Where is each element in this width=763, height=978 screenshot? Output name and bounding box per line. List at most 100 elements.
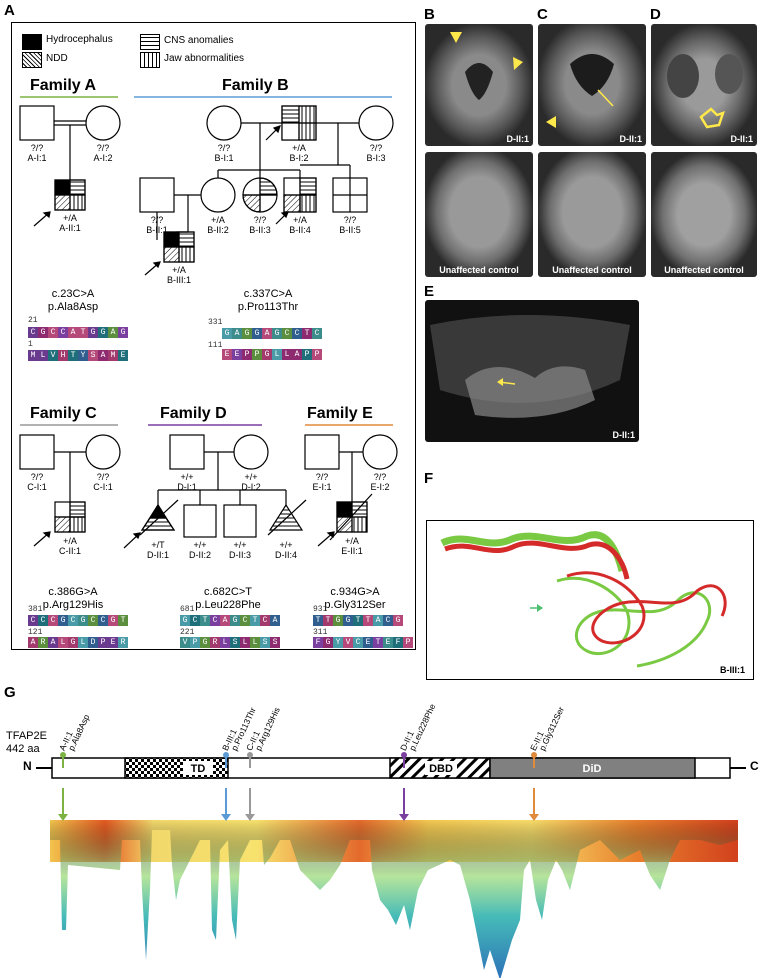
variant-arrow — [62, 788, 64, 818]
pedigree-svg — [19, 96, 398, 549]
seq-residue: A — [262, 328, 272, 339]
seq-e-pos2: 311 — [313, 628, 328, 637]
seq-residue: R — [118, 637, 128, 648]
label-a-i-2: ?/?A-I:2 — [93, 143, 113, 163]
label-c-i-1: ?/?C-I:1 — [27, 472, 47, 492]
seq-residue: Y — [78, 350, 88, 361]
panel-label-g: G — [4, 684, 16, 701]
seq-residue: G — [68, 637, 78, 648]
seq-residue: R — [38, 637, 48, 648]
seq-residue: G — [262, 349, 272, 360]
legend-label-jaw: Jaw abnormalities — [164, 53, 245, 64]
legend-label-hydrocephalus: Hydrocephalus — [46, 34, 113, 45]
label-b-i-3: ?/?B-I:3 — [366, 143, 386, 163]
mri-c-control: Unaffected control — [538, 152, 646, 277]
mri-c-affected: D-II:1 — [538, 24, 646, 146]
seq-residue: P — [98, 637, 108, 648]
seq-residue: A — [68, 327, 78, 338]
n-terminus-label: N — [23, 759, 32, 773]
variant-arrow — [249, 788, 251, 818]
mri-b-affected: D-II:1 — [425, 24, 533, 146]
seq-residue: C — [240, 615, 250, 626]
seq-residue: G — [242, 328, 252, 339]
legend-swatch-jaw — [140, 52, 160, 68]
seq-residue: L — [272, 349, 282, 360]
seq-residue: C — [312, 328, 322, 339]
seq-residue: T — [78, 327, 88, 338]
conservation-depth — [50, 820, 738, 978]
seq-a-pos1: 21 — [28, 316, 38, 325]
seq-residue: S — [270, 637, 280, 648]
seq-residue: S — [88, 350, 98, 361]
seq-residue: A — [270, 615, 280, 626]
seq-residue: A — [232, 328, 242, 339]
seq-residue: L — [38, 350, 48, 361]
variant-stem — [225, 756, 227, 768]
seq-residue: P — [242, 349, 252, 360]
panel-label-b: B — [424, 6, 435, 23]
legend-swatch-hydrocephalus — [22, 34, 42, 50]
seq-residue: E — [222, 349, 232, 360]
legend-label-cns: CNS anomalies — [164, 35, 234, 46]
seq-residue: G — [38, 327, 48, 338]
seq-residue: A — [292, 349, 302, 360]
label-a-i-1: ?/?A-I:1 — [27, 143, 47, 163]
seq-residue: C — [210, 615, 220, 626]
domain-td-label: TD — [191, 763, 206, 775]
variant-dot — [223, 752, 229, 758]
seq-residue: T — [200, 615, 210, 626]
seq-residue: C — [282, 328, 292, 339]
seq-c-pos2: 121 — [28, 628, 43, 637]
seq-e-pos1: 931 — [313, 605, 328, 614]
protein-info: TFAP2E 442 aa — [6, 730, 47, 756]
label-d-ii-3: +/+D-II:3 — [228, 540, 251, 560]
domain-did-label: DiD — [583, 763, 602, 775]
legend-swatch-cns — [140, 34, 160, 50]
seq-residue: T — [250, 615, 260, 626]
seq-residue: C — [38, 615, 48, 626]
seq-residue: H — [58, 350, 68, 361]
seq-residue: G — [58, 615, 68, 626]
seq-residue: S — [230, 637, 240, 648]
variant-dot — [60, 752, 66, 758]
seq-residue: V — [180, 637, 190, 648]
panel-label-f: F — [424, 470, 434, 487]
seq-residue: A — [220, 615, 230, 626]
seq-residue: T — [323, 615, 333, 626]
seq-residue: C — [383, 615, 393, 626]
variant-stem — [403, 756, 405, 768]
variant-arrow-head — [58, 814, 68, 821]
ultrasound-caption: D-II:1 — [612, 430, 636, 440]
variant-arrow-head — [399, 814, 409, 821]
seq-residue: T — [363, 615, 373, 626]
variant-aa: p.Leu228Phe — [407, 702, 438, 753]
seq-residue: Y — [333, 637, 343, 648]
ultrasound-image: D-II:1 — [425, 300, 639, 442]
family-b-title: Family B — [222, 77, 289, 94]
panel-label-a: A — [4, 2, 15, 19]
seq-residue: G — [230, 615, 240, 626]
seq-residue: G — [98, 327, 108, 338]
label-b-ii-5: ?/?B-II:5 — [339, 215, 361, 235]
seq-residue: P — [302, 349, 312, 360]
seq-c-pos1: 381 — [28, 605, 43, 614]
protein-structure-frame: B-III:1 — [426, 520, 754, 680]
variant-arrow-head — [221, 814, 231, 821]
seq-residue: G — [200, 637, 210, 648]
panel-label-d: D — [650, 6, 661, 23]
family-d-pedigree — [123, 434, 307, 549]
label-d-i-1: +/+D-I:1 — [177, 472, 197, 492]
label-b-ii-3: ?/?B-II:3 — [249, 215, 271, 235]
seq-residue: T — [313, 615, 323, 626]
seq-residue: G — [88, 327, 98, 338]
family-c-title: Family C — [30, 405, 97, 422]
seq-residue: L — [250, 637, 260, 648]
